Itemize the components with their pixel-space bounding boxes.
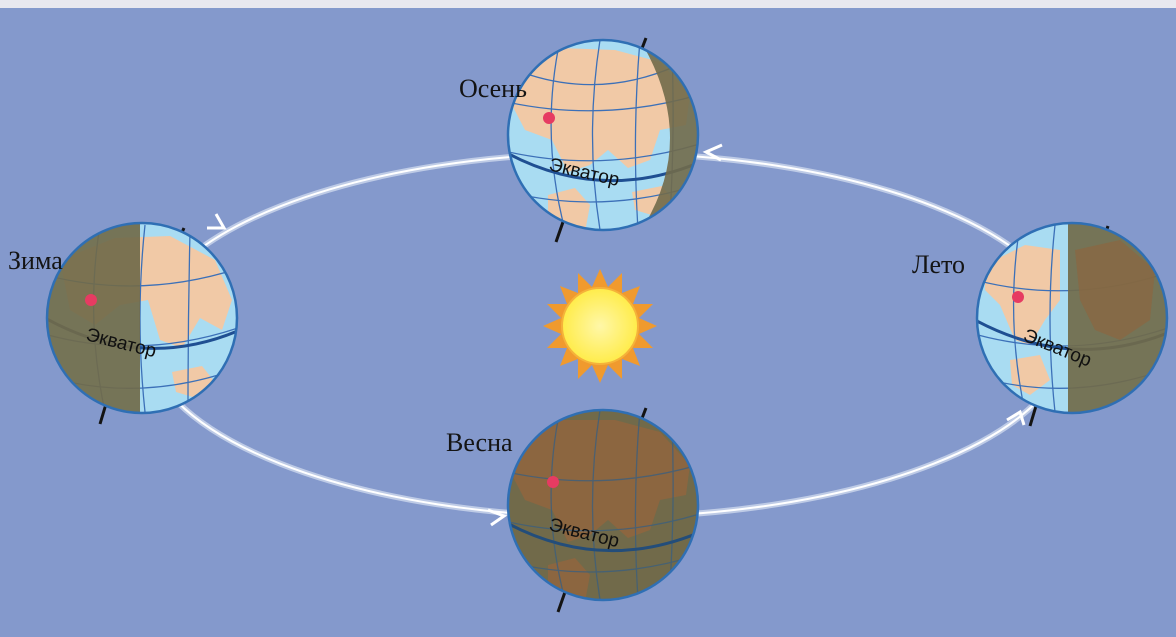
sun-disc [561,287,639,365]
season-label-summer: Лето [912,250,966,279]
season-label-autumn: Осень [459,74,527,103]
orbit-arrow-top-right [702,143,723,162]
top-border [0,0,1176,8]
marker-spring [547,476,559,488]
night-land-summer [1075,240,1155,340]
marker-autumn [543,112,555,124]
axis-spring-bottom [556,591,567,613]
season-label-winter: Зима [8,246,63,275]
axis-summer-bottom [1028,405,1038,427]
axis-winter-bottom [98,403,108,425]
marker-summer [1012,291,1024,303]
equator-spring [508,520,698,553]
marker-winter [85,294,97,306]
axis-autumn-bottom [554,221,565,243]
sun [543,269,657,383]
season-label-spring: Весна [446,428,513,457]
orbit-arrow-top-left [207,213,227,230]
orbit-arrow-bottom-right [1006,409,1026,426]
orbit-arrows [207,143,1026,527]
orbit-arrow-bottom-left [487,508,508,527]
